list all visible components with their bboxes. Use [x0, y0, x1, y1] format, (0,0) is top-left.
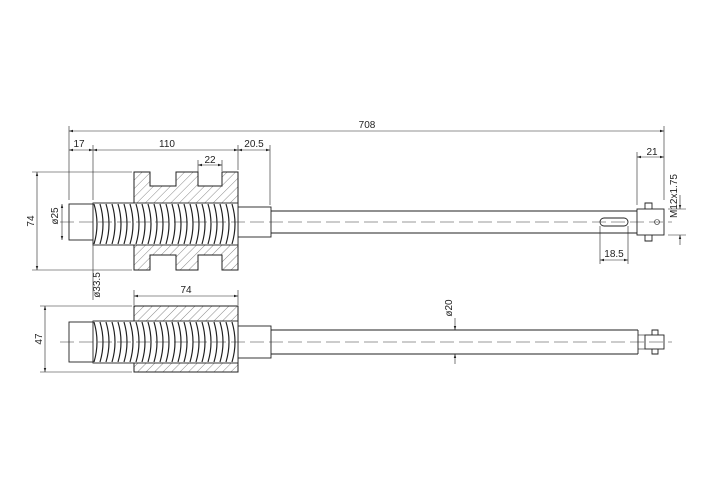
- dim-overall-length: 708: [359, 120, 376, 131]
- top-view: [60, 171, 672, 271]
- dim-worm-length: 110: [159, 139, 175, 150]
- dim-bottom-length: 74: [180, 285, 192, 296]
- bottom-dimensions: 74 ø20 47: [34, 285, 457, 373]
- dim-height-bottom: 47: [34, 333, 45, 345]
- worm-thread-top: [92, 202, 239, 246]
- dim-tooth-width: 22: [204, 155, 216, 166]
- dim-thread-dia: ø33.5: [92, 272, 103, 298]
- bottom-view: [60, 305, 672, 373]
- bottom-end-fitting: [644, 334, 665, 350]
- dim-shaft-dia-25: ø25: [50, 207, 61, 225]
- dim-thread-spec: M12x1.75: [669, 174, 680, 218]
- dim-keyway-length: 18.5: [604, 249, 624, 260]
- dim-end-length: 21: [646, 147, 658, 158]
- dim-shaft-dia-20: ø20: [444, 299, 455, 317]
- dim-right-offset: 20.5: [244, 139, 264, 150]
- dim-left-offset: 17: [73, 139, 85, 150]
- top-dimensions: 708 17 110 20.5 22 21 M12x1.75 18.5: [26, 120, 686, 300]
- dim-height-top: 74: [26, 215, 37, 227]
